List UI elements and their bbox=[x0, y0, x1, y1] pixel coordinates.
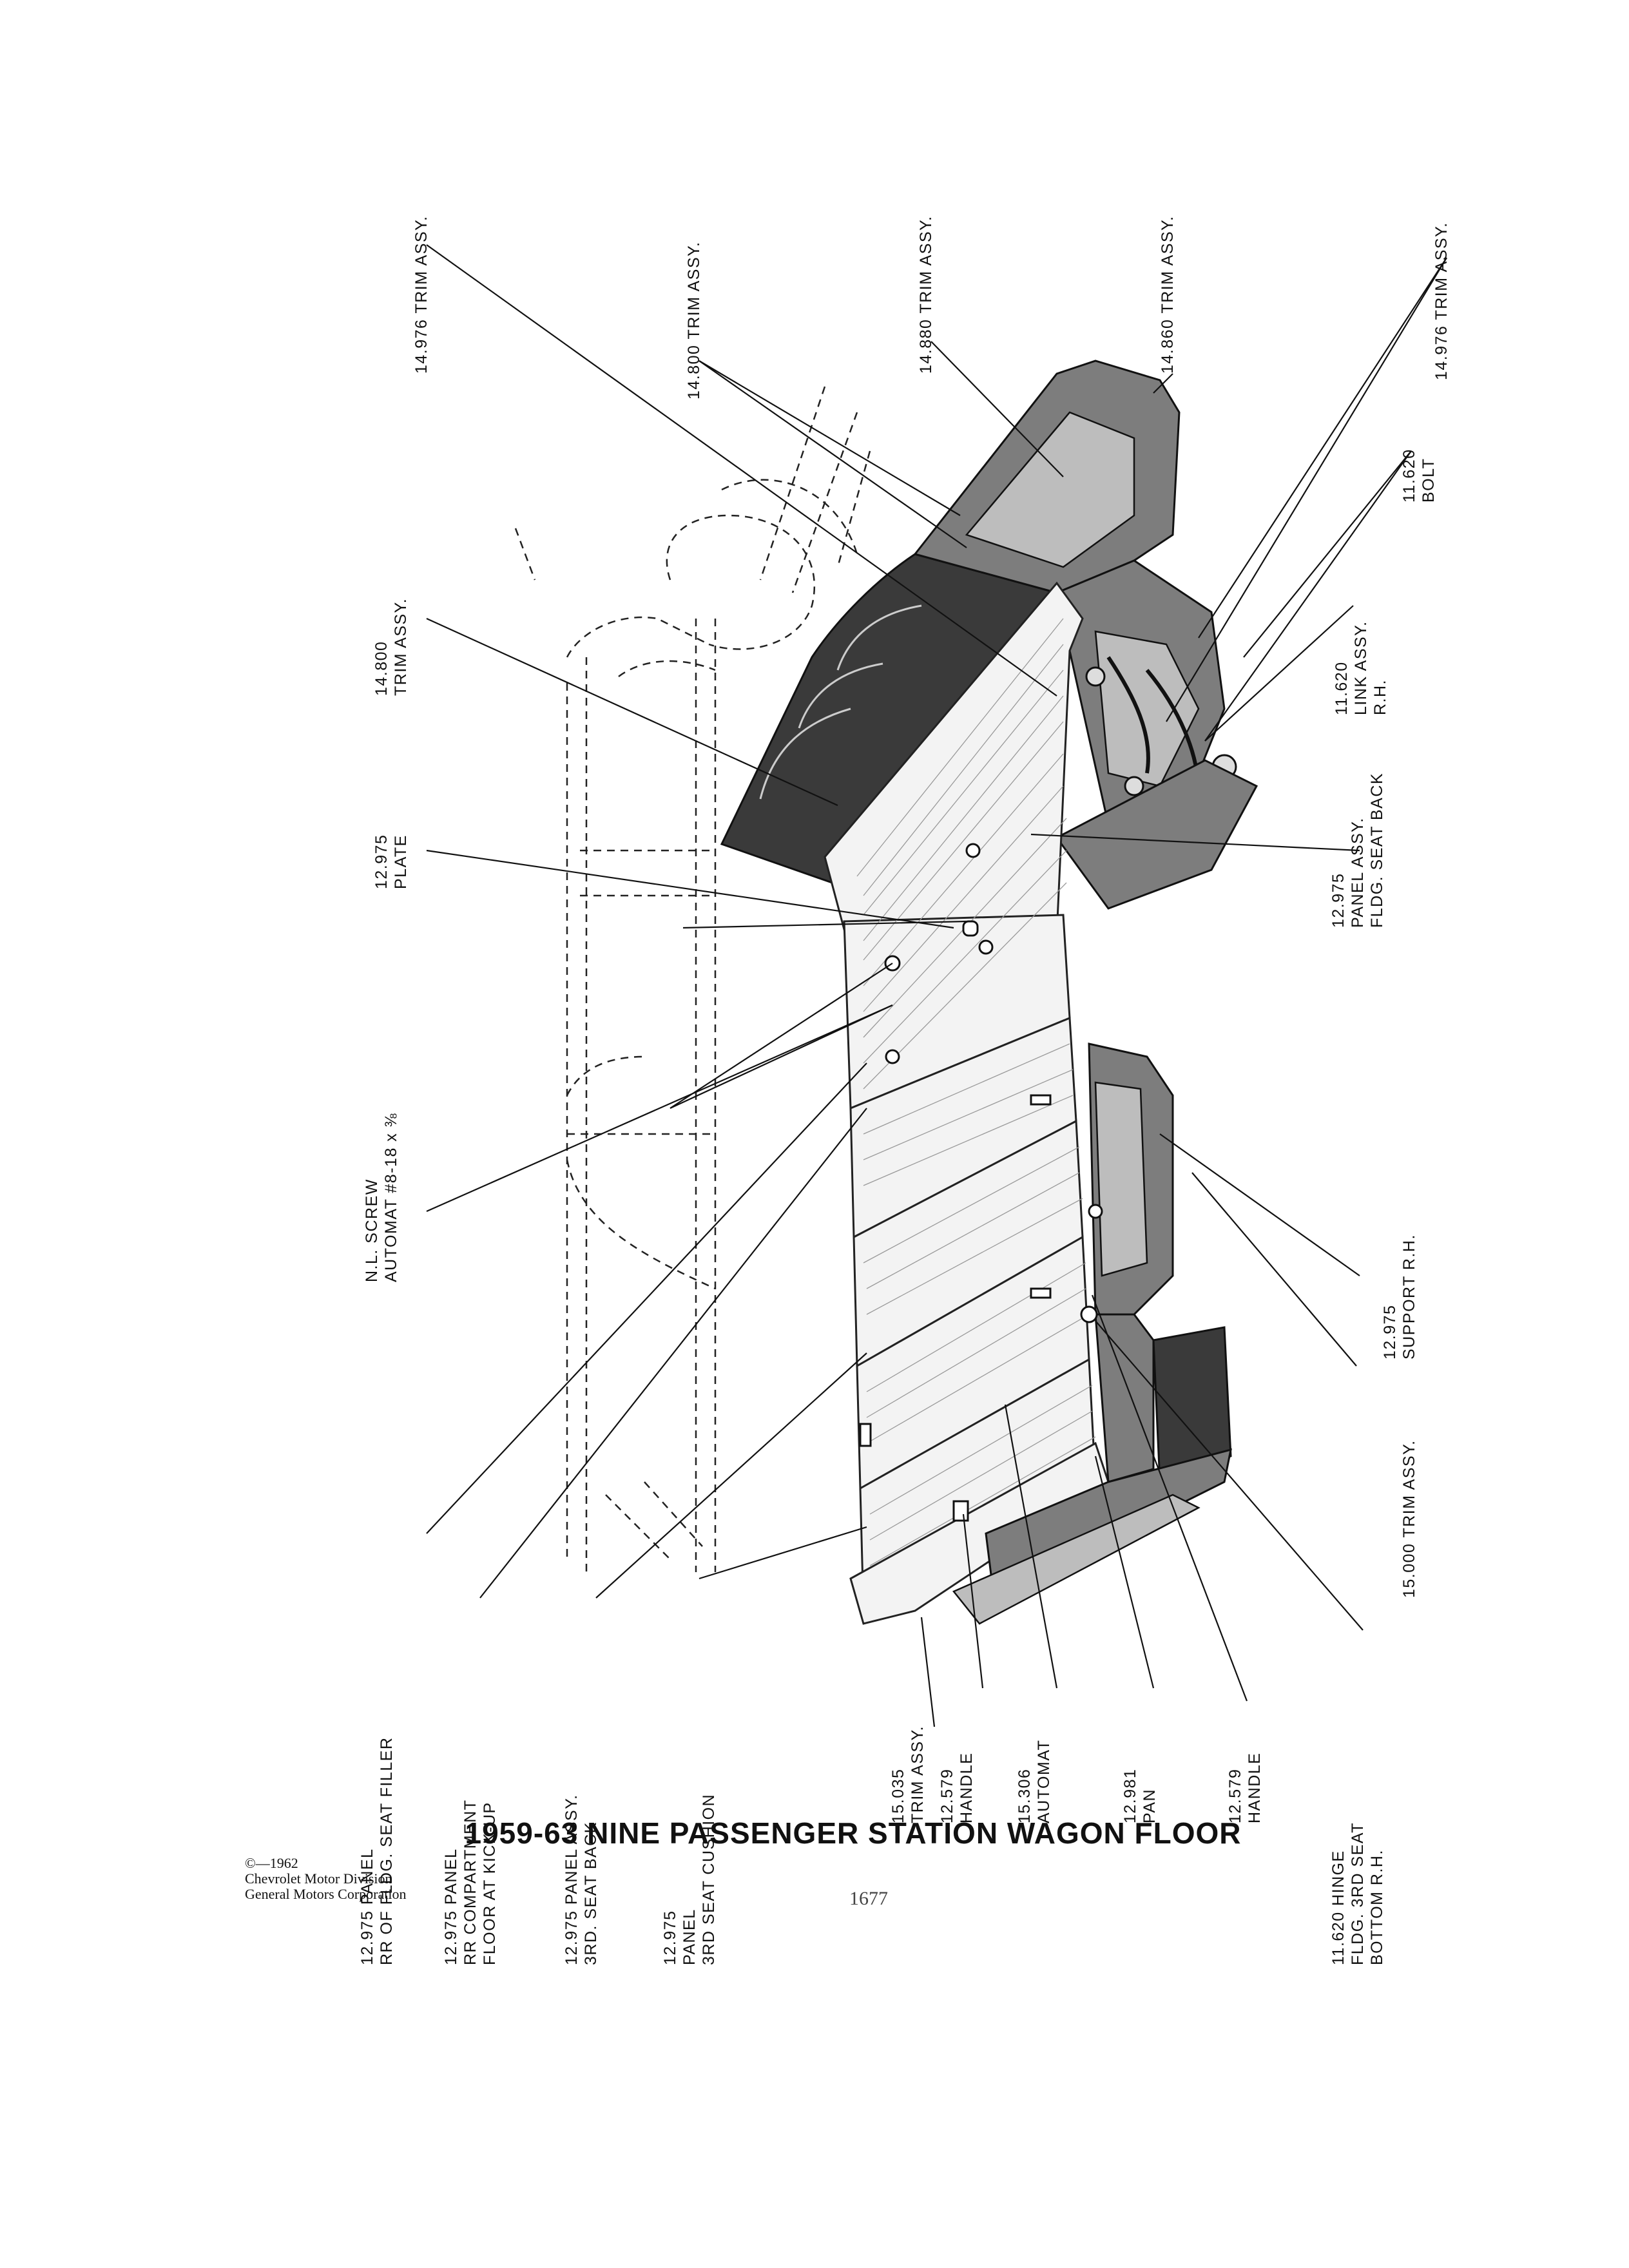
floor-slats bbox=[856, 618, 1096, 1566]
floor-panel-assembly bbox=[824, 581, 1110, 1625]
label-14880-top: 14.880 TRIM ASSY. bbox=[917, 215, 935, 374]
label-14976-top-left: 14.976 TRIM ASSY. bbox=[412, 215, 430, 374]
vehicle-phantom-outline bbox=[514, 386, 871, 1572]
label-12579-handle-b: 12.579 HANDLE bbox=[1226, 1753, 1264, 1823]
copyright-division: Chevrolet Motor Division bbox=[245, 1870, 392, 1887]
label-12975-panel-fldg-seat-back: 12.975 PANEL ASSY. FLDG. SEAT BACK bbox=[1329, 773, 1386, 928]
copyright-notice: ©—1962 Chevrolet Motor Division General … bbox=[245, 1856, 407, 1902]
folding-seat-back-frame bbox=[913, 360, 1258, 910]
page-title: 1959-63 NINE PASSENGER STATION WAGON FLO… bbox=[465, 1816, 1242, 1850]
label-14800-trim: 14.800 TRIM ASSY. bbox=[372, 598, 410, 696]
label-12975-plate: 12.975 PLATE bbox=[372, 829, 410, 889]
label-14800-top: 14.800 TRIM ASSY. bbox=[685, 241, 703, 399]
page-number: 1677 bbox=[849, 1888, 888, 1909]
label-12975-panel-rr-fldg: 12.975 PANEL RR OF FLDG. SEAT FILLER bbox=[358, 1737, 396, 1965]
label-12975-panel-3rd-seat-cushion: 12.975 PANEL 3RD SEAT CUSHION bbox=[661, 1794, 718, 1965]
label-12975-panel-rr-compartment: 12.975 PANEL RR COMPARTMENT FLOOR AT KIC… bbox=[442, 1794, 499, 1965]
label-11620-hinge: 11.620 HINGE FLDG. 3RD SEAT BOTTOM R.H. bbox=[1329, 1817, 1386, 1965]
label-12579-handle-a: 12.579 HANDLE bbox=[938, 1753, 976, 1823]
label-15035-trim: 15.035 TRIM ASSY. bbox=[889, 1725, 927, 1823]
label-15306-automat: 15.306 AUTOMAT bbox=[1016, 1740, 1053, 1823]
label-14976-top-right: 14.976 TRIM ASSY. bbox=[1432, 222, 1451, 380]
label-12975-panel-3rd-seat-back: 12.975 PANEL ASSY. 3RD. SEAT BACK bbox=[563, 1789, 600, 1965]
label-12975-support: 12.975 SUPPORT R.H. bbox=[1381, 1234, 1418, 1360]
label-15000-trim: 15.000 TRIM ASSY. bbox=[1400, 1439, 1418, 1598]
copyright-year: ©—1962 bbox=[245, 1855, 298, 1871]
copyright-corporation: General Motors Corporation bbox=[245, 1886, 407, 1902]
callout-leaders bbox=[426, 244, 1447, 1727]
label-11620-link: 11.620 LINK ASSY. R.H. bbox=[1333, 615, 1389, 715]
label-11620-bolt: 11.620 BOLT bbox=[1400, 443, 1438, 503]
label-14860-top: 14.860 TRIM ASSY. bbox=[1159, 215, 1177, 374]
callout-labels: 14.976 TRIM ASSY. 14.800 TRIM ASSY. 14.8… bbox=[358, 215, 1451, 1965]
right-side-support-trim bbox=[952, 1043, 1232, 1625]
label-12981-pan: 12.981 PAN bbox=[1121, 1763, 1159, 1823]
label-nl-screw: N.L. SCREW AUTOMAT #8-18 x ⅜ bbox=[363, 1113, 400, 1282]
